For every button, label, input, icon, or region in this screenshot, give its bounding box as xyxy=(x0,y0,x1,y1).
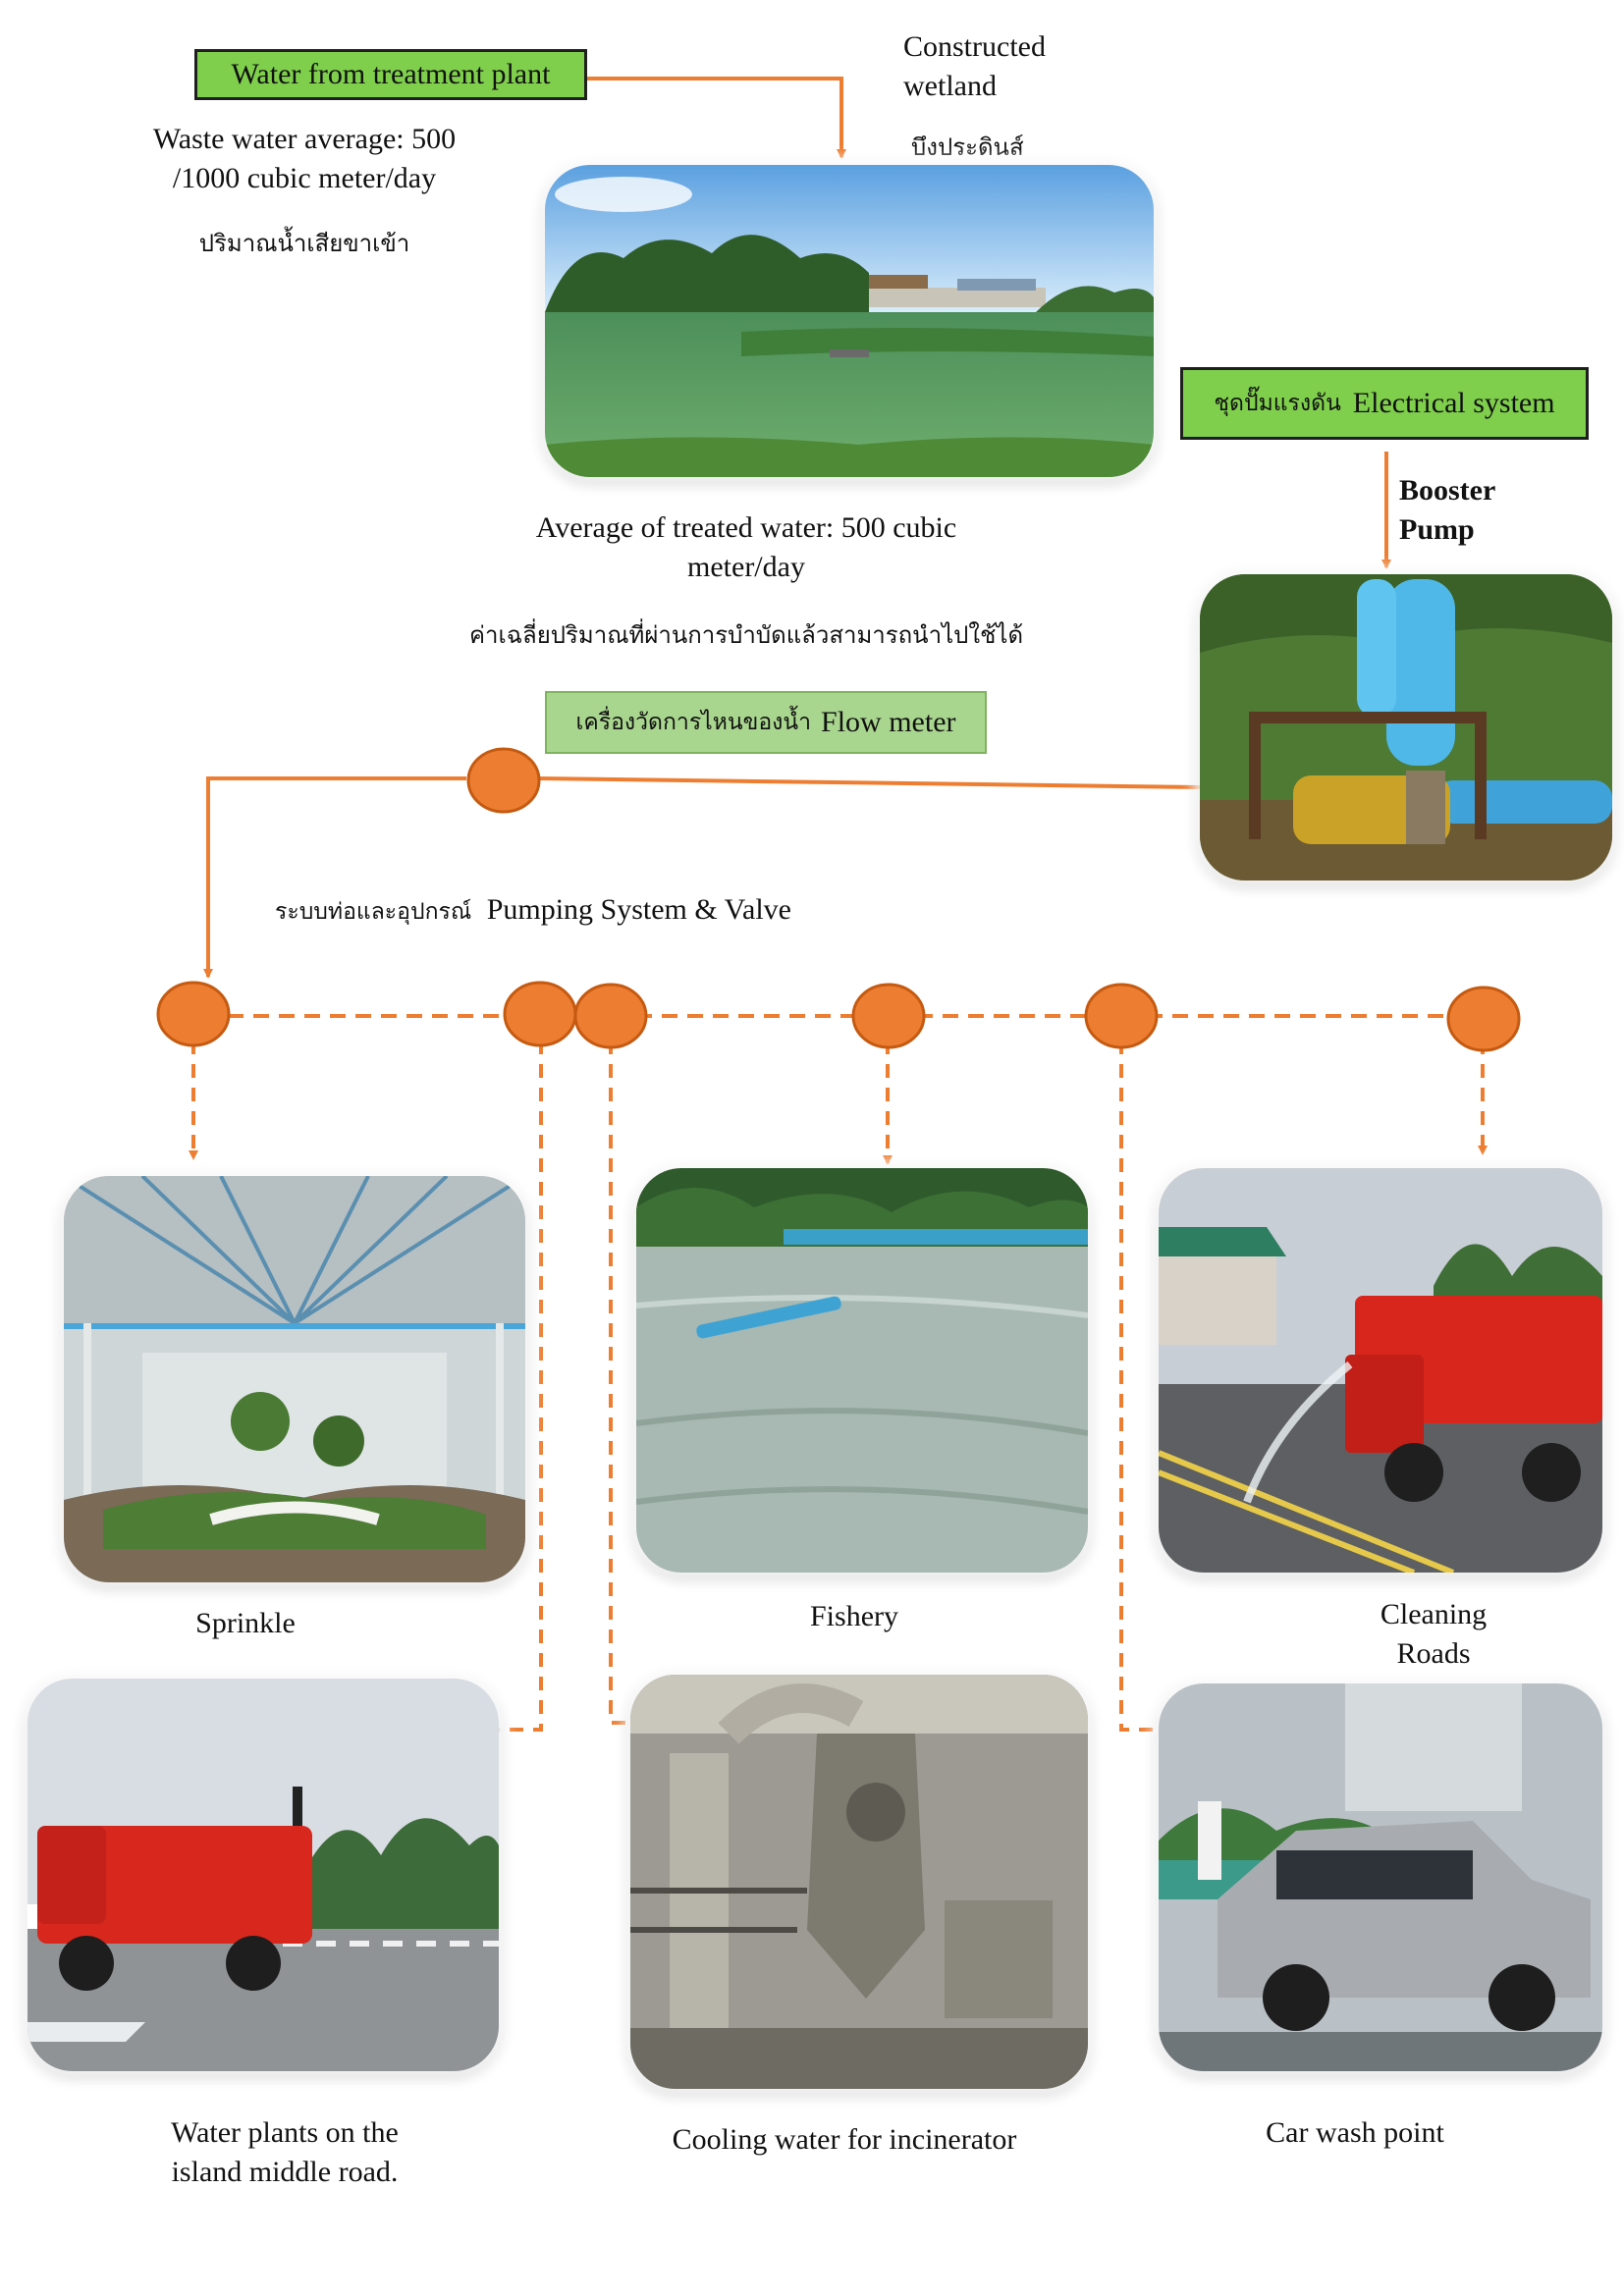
line-flowmeter-to-distribution xyxy=(203,776,466,979)
wastewater-line-1: Waste water average: 500 xyxy=(152,123,457,155)
wetland-photo xyxy=(545,165,1154,477)
water-plants-photo xyxy=(27,1679,499,2071)
water-plants-line-2: island middle road. xyxy=(171,2156,399,2188)
flowmeter-box: เครื่องวัดการไหนของน้ำ Flow meter xyxy=(545,691,987,754)
cleaning-roads-line-1: Cleaning xyxy=(1380,1598,1488,1630)
fishery-label: Fishery xyxy=(810,1600,898,1632)
car-wash-photo xyxy=(1159,1683,1602,2071)
junction-cooling xyxy=(573,983,648,1049)
drop-car-wash xyxy=(1119,1041,1173,1735)
wastewater-label: Waste water average: 500 /1000 cubic met… xyxy=(108,120,501,198)
wetland-line-1: Constructed xyxy=(903,30,1046,63)
pumping-system-label: ระบบท่อและอุปกรณ์ Pumping System & Valve xyxy=(275,890,825,932)
line-booster-to-flowmeter xyxy=(539,776,1201,789)
wastewater-thai: ปริมาณน้ำเสียขาเข้า xyxy=(198,230,410,257)
wastewater-line-2: /1000 cubic meter/day xyxy=(172,162,437,194)
cleaning-roads-line-2: Roads xyxy=(1396,1637,1471,1670)
junction-water-plants xyxy=(503,981,577,1047)
electrical-system-box: ชุดปั๊มแรงดัน Electrical system xyxy=(1180,367,1589,440)
car-wash-label: Car wash point xyxy=(1266,2116,1444,2149)
wetland-line-2: wetland xyxy=(903,70,997,102)
cleaning-roads-label: Cleaning Roads xyxy=(1335,1595,1532,1674)
junction-car-wash xyxy=(1084,983,1159,1049)
drop-water-plants xyxy=(479,1041,543,1735)
junction-flowmeter xyxy=(466,747,541,814)
junction-cleaning-roads xyxy=(1446,986,1521,1052)
treated-label: Average of treated water: 500 cubic mete… xyxy=(461,508,1031,587)
treated-line-2: meter/day xyxy=(687,551,805,583)
fishery-photo xyxy=(636,1168,1088,1573)
water-plants-line-1: Water plants on the xyxy=(171,2116,399,2149)
booster-line-1: Booster xyxy=(1399,474,1496,507)
sprinkle-label: Sprinkle xyxy=(195,1607,296,1639)
electrical-thai: ชุดปั๊มแรงดัน xyxy=(1214,391,1341,416)
electrical-en: Electrical system xyxy=(1352,387,1555,419)
cooling-incinerator-photo xyxy=(630,1675,1088,2089)
flowmeter-en: Flow meter xyxy=(821,706,956,738)
flowmeter-thai: เครื่องวัดการไหนของน้ำ xyxy=(575,710,812,735)
arrow-source-to-wetland xyxy=(587,77,846,159)
junction-fishery xyxy=(851,983,926,1049)
pumping-en: Pumping System & Valve xyxy=(486,893,791,926)
pumping-thai: ระบบท่อและอุปกรณ์ xyxy=(275,899,472,925)
booster-label: Booster Pump xyxy=(1399,471,1546,550)
cooling-label: Cooling water for incinerator xyxy=(672,2123,1017,2156)
junction-sprinkle xyxy=(156,981,231,1047)
cleaning-roads-photo xyxy=(1159,1168,1602,1573)
booster-pump-photo xyxy=(1200,574,1612,881)
source-box: Water from treatment plant xyxy=(194,49,587,100)
booster-line-2: Pump xyxy=(1399,513,1475,546)
treated-line-1: Average of treated water: 500 cubic xyxy=(535,511,957,544)
water-plants-label: Water plants on the island middle road. xyxy=(98,2113,471,2192)
wetland-label: Constructed wetland xyxy=(903,27,1080,106)
wetland-thai: บึงประดินส์ xyxy=(911,133,1024,161)
treated-thai: ค่าเฉลี่ยปริมาณที่ผ่านการบำบัดแล้วสามารถ… xyxy=(468,621,1024,649)
sprinkle-photo xyxy=(64,1176,525,1582)
